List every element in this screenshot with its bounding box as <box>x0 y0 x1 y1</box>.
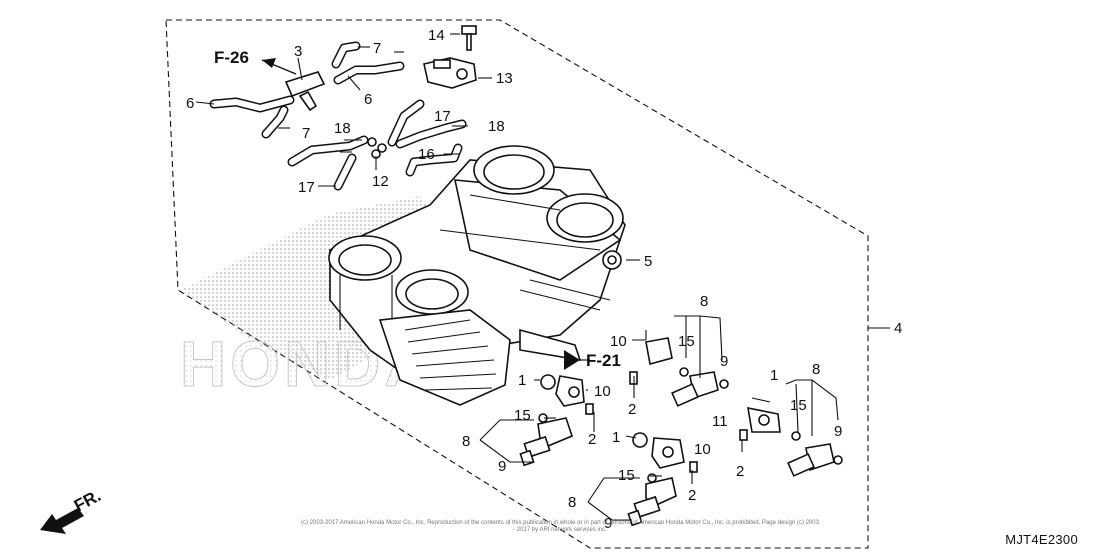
map-sensor <box>423 57 477 89</box>
callout-5[interactable]: 5 <box>644 253 652 270</box>
injector-set-1 <box>519 413 573 467</box>
callout-12[interactable]: 12 <box>372 173 389 190</box>
copyright-notice: (c) 2003-2017 American Honda Motor Co., … <box>301 520 819 533</box>
callout-8[interactable]: 8 <box>462 433 470 450</box>
callout-2[interactable]: 2 <box>688 487 696 504</box>
callout-2[interactable]: 2 <box>588 431 596 448</box>
f26-label[interactable]: F-26 <box>214 48 249 67</box>
f21-reference <box>564 350 580 370</box>
f21-label[interactable]: F-21 <box>586 351 621 370</box>
callout-6[interactable]: 6 <box>186 95 194 112</box>
callout-9[interactable]: 9 <box>834 423 842 440</box>
callout-9[interactable]: 9 <box>604 515 612 532</box>
callout-1[interactable]: 1 <box>770 367 778 384</box>
callout-8[interactable]: 8 <box>812 361 820 378</box>
assembly-outline <box>165 19 869 549</box>
callout-9[interactable]: 9 <box>720 353 728 370</box>
callout-15[interactable]: 15 <box>514 407 531 424</box>
sensor-bolt <box>461 25 477 51</box>
leader-lines <box>195 33 890 521</box>
callout-4[interactable]: 4 <box>894 320 902 337</box>
callout-15[interactable]: 15 <box>678 333 695 350</box>
diagram-code: MJT4E2300 <box>1005 532 1078 547</box>
callout-18[interactable]: 18 <box>488 118 505 135</box>
callout-18[interactable]: 18 <box>334 120 351 137</box>
callout-2[interactable]: 2 <box>628 401 636 418</box>
callout-7[interactable]: 7 <box>373 40 381 57</box>
callout-7[interactable]: 7 <box>302 125 310 142</box>
sensor-units <box>540 337 781 473</box>
callout-10[interactable]: 10 <box>594 383 611 400</box>
callout-17[interactable]: 17 <box>434 108 451 125</box>
callout-13[interactable]: 13 <box>496 70 513 87</box>
callout-1[interactable]: 1 <box>518 372 526 389</box>
f26-reference <box>261 58 297 75</box>
callout-16[interactable]: 16 <box>418 146 435 163</box>
callout-15[interactable]: 15 <box>790 397 807 414</box>
callout-17[interactable]: 17 <box>298 179 315 196</box>
callout-1[interactable]: 1 <box>612 429 620 446</box>
callout-9[interactable]: 9 <box>498 458 506 475</box>
callout-11[interactable]: 11 <box>712 413 728 430</box>
callout-8[interactable]: 8 <box>568 494 576 511</box>
callout-2[interactable]: 2 <box>736 463 744 480</box>
front-arrow-icon <box>40 508 84 534</box>
callout-10[interactable]: 10 <box>694 441 711 458</box>
callout-10[interactable]: 10 <box>610 333 627 350</box>
callout-14[interactable]: 14 <box>428 27 445 44</box>
callout-numbers: 3 7 6 6 7 14 13 18 17 18 16 12 17 5 4 8 … <box>186 27 902 532</box>
injector-set-3 <box>671 367 729 407</box>
callout-8[interactable]: 8 <box>700 293 708 310</box>
injector-set-2 <box>627 473 677 527</box>
callout-3[interactable]: 3 <box>294 43 302 60</box>
callout-15[interactable]: 15 <box>618 467 635 484</box>
throttle-body-assembly <box>328 145 626 406</box>
injector-set-4 <box>787 431 843 477</box>
callout-6[interactable]: 6 <box>364 91 372 108</box>
